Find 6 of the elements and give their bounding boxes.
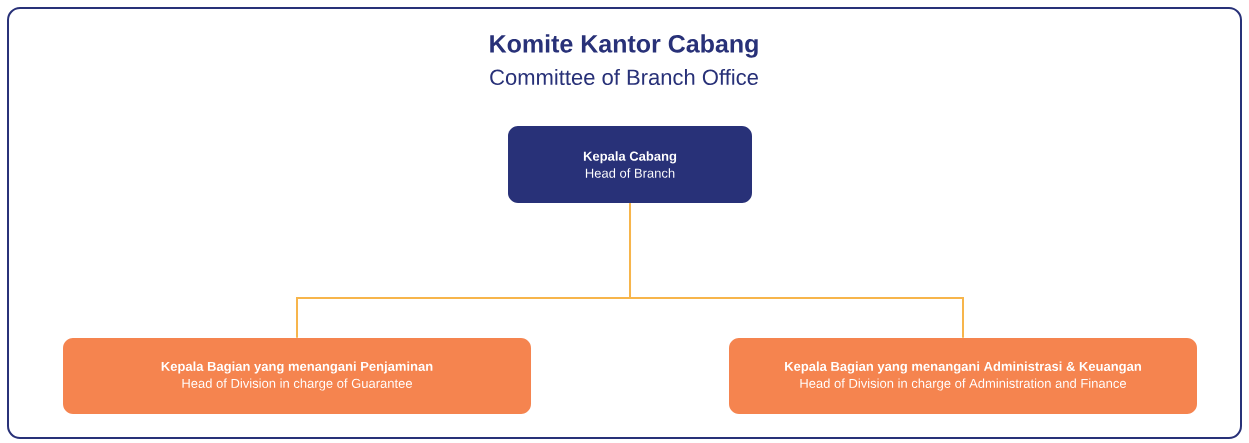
- org-box: Kepala Bagian yang menangani Penjaminan Head of Division in charge of Guarantee: [63, 338, 531, 414]
- org-box: Kepala Cabang Head of Branch: [508, 126, 752, 203]
- org-box: Kepala Bagian yang menangani Administrasi & Keuangan Head of Division in charge of Administration and Finance: [729, 338, 1197, 414]
- connector-line: [629, 202, 964, 339]
- subtitle: Committee of Branch Office: [490, 68, 758, 86]
- title: Komite Kantor Cabang: [490, 34, 758, 58]
